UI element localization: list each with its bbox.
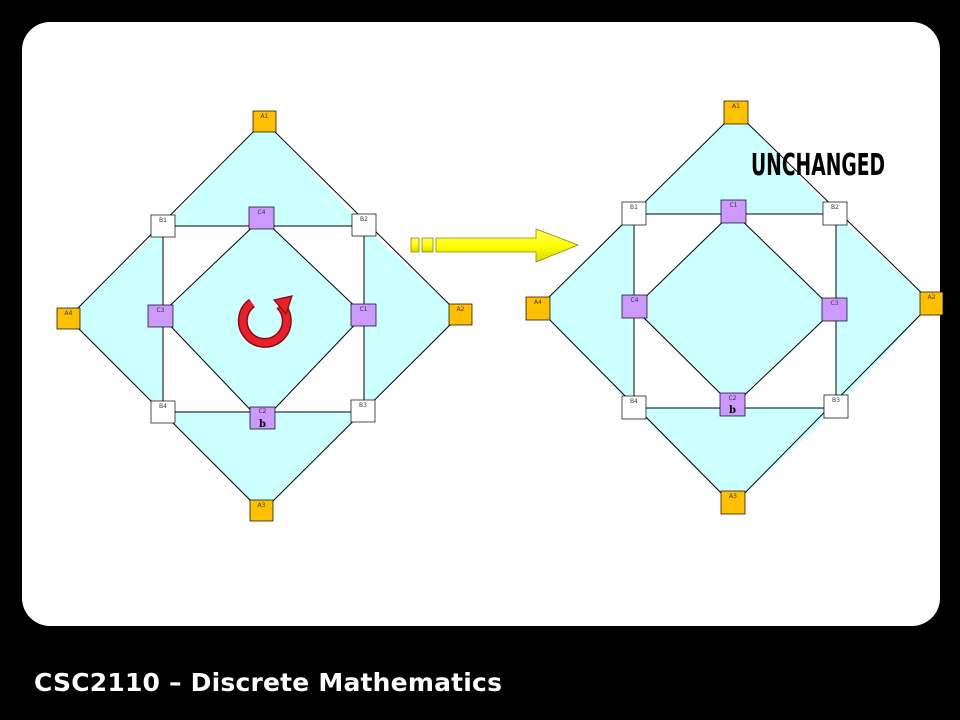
svg-text:B3: B3	[359, 402, 367, 409]
svg-text:b: b	[729, 405, 736, 416]
right-node-C1: C1	[720, 199, 747, 224]
left-node-B4: B4	[150, 400, 176, 424]
left-node-A3: A3	[249, 499, 274, 522]
right-node-A2: A2	[919, 291, 944, 316]
right-left-region	[538, 214, 634, 408]
right-node-C2: C2 b	[719, 392, 746, 417]
left-node-C3: C3	[147, 304, 174, 328]
left-left-region	[68, 226, 163, 412]
svg-text:A2: A2	[457, 306, 465, 313]
svg-text:C2: C2	[728, 395, 736, 402]
right-graph: A1 A2 A3 A4 B1 B2 B3 B4	[525, 100, 944, 515]
svg-text:C4: C4	[257, 209, 265, 216]
svg-text:B1: B1	[630, 204, 638, 211]
right-node-B1: B1	[621, 201, 647, 226]
svg-text:A4: A4	[534, 299, 542, 306]
right-node-B4: B4	[621, 395, 647, 420]
left-node-C1: C1	[350, 303, 377, 327]
rotate-clockwise-icon	[237, 295, 293, 348]
svg-text:A2: A2	[928, 294, 936, 301]
svg-text:A1: A1	[261, 113, 269, 120]
footer-course-title: CSC2110 – Discrete Mathematics	[34, 668, 503, 697]
svg-text:A3: A3	[258, 502, 266, 509]
svg-text:B3: B3	[832, 397, 840, 404]
left-node-A4: A4	[56, 307, 81, 330]
svg-text:B4: B4	[159, 403, 167, 410]
svg-text:A3: A3	[729, 493, 737, 500]
left-center-region	[160, 218, 364, 422]
left-graph: A1 A2 A3 A4 B1 B2 B3 B4	[56, 110, 473, 522]
right-node-A1: A1	[723, 100, 749, 125]
left-node-A2: A2	[448, 303, 473, 326]
right-node-C3: C3	[821, 297, 848, 322]
transform-arrow	[410, 228, 580, 263]
svg-text:B1: B1	[159, 217, 167, 224]
svg-text:B2: B2	[831, 204, 839, 211]
left-node-C2: C2 b	[249, 406, 276, 430]
left-node-B1: B1	[150, 214, 176, 238]
svg-text:C4: C4	[630, 297, 638, 304]
unchanged-annotation: UNCHANGED	[751, 147, 885, 182]
right-node-B3: B3	[823, 394, 849, 419]
left-node-B2: B2	[351, 213, 377, 237]
right-right-region	[836, 214, 932, 408]
svg-text:B4: B4	[630, 398, 638, 405]
right-node-C4: C4	[621, 294, 648, 319]
right-center-region	[634, 212, 834, 406]
left-node-A1: A1	[252, 110, 277, 133]
left-node-B3: B3	[350, 399, 376, 423]
right-node-B2: B2	[822, 201, 848, 226]
svg-text:A4: A4	[65, 310, 73, 317]
svg-text:A1: A1	[732, 103, 740, 110]
svg-text:C2: C2	[258, 408, 266, 415]
right-bottom-region	[634, 408, 836, 505]
svg-text:C1: C1	[359, 306, 367, 313]
svg-text:B2: B2	[360, 216, 368, 223]
left-bottom-region	[163, 412, 364, 512]
svg-text:C3: C3	[830, 300, 838, 307]
left-node-C4: C4	[248, 206, 275, 230]
left-top-region	[163, 121, 364, 226]
svg-text:C1: C1	[729, 202, 737, 209]
svg-text:C3: C3	[156, 307, 164, 314]
right-node-A3: A3	[720, 490, 746, 515]
right-node-A4: A4	[525, 296, 551, 321]
left-right-region	[364, 226, 460, 412]
svg-text:b: b	[259, 419, 266, 430]
right-top-region	[634, 112, 836, 214]
